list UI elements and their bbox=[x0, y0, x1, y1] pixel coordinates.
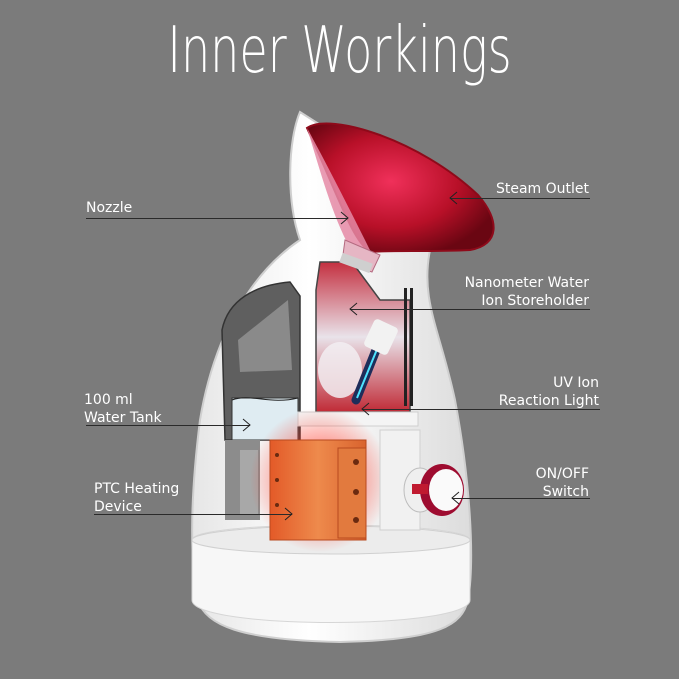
label-switch-line-1: ON/OFF bbox=[535, 466, 589, 482]
label-ptc-heater-line-2: Device bbox=[94, 499, 142, 515]
label-nanometer-storeholder: Nanometer Water Ion Storeholder bbox=[465, 274, 589, 310]
label-water-tank: 100 ml Water Tank bbox=[84, 391, 162, 427]
label-steam-outlet-line-1: Steam Outlet bbox=[495, 181, 589, 197]
leader-line-ptc-heater bbox=[94, 514, 292, 515]
leader-line-on-off-switch bbox=[452, 498, 590, 499]
label-uv-light-line-1: UV Ion bbox=[553, 375, 599, 391]
label-ptc-heater: PTC Heating Device bbox=[94, 480, 179, 516]
label-nozzle-line-1: Nozzle bbox=[86, 200, 133, 216]
leader-line-nozzle bbox=[86, 218, 348, 219]
leader-line-uv-light bbox=[362, 409, 600, 410]
label-steam-outlet: Steam Outlet bbox=[496, 180, 589, 198]
label-switch-line-2: Switch bbox=[542, 484, 589, 500]
label-uv-light-line-2: Reaction Light bbox=[498, 393, 599, 409]
label-nozzle: Nozzle bbox=[86, 199, 132, 217]
leader-line-steam-outlet bbox=[450, 198, 590, 199]
leader-line-nanometer-storeholder bbox=[350, 309, 590, 310]
label-on-off-switch: ON/OFF Switch bbox=[536, 465, 589, 501]
label-nanometer-line-2: Ion Storeholder bbox=[481, 293, 589, 309]
label-uv-light: UV Ion Reaction Light bbox=[499, 374, 599, 410]
label-water-tank-line-1: 100 ml bbox=[84, 392, 133, 408]
label-nanometer-line-1: Nanometer Water bbox=[464, 275, 589, 291]
diagram-title: Inner Workings bbox=[167, 14, 512, 88]
label-ptc-heater-line-1: PTC Heating bbox=[94, 481, 180, 497]
label-water-tank-line-2: Water Tank bbox=[84, 410, 162, 426]
leader-line-water-tank bbox=[86, 425, 250, 426]
